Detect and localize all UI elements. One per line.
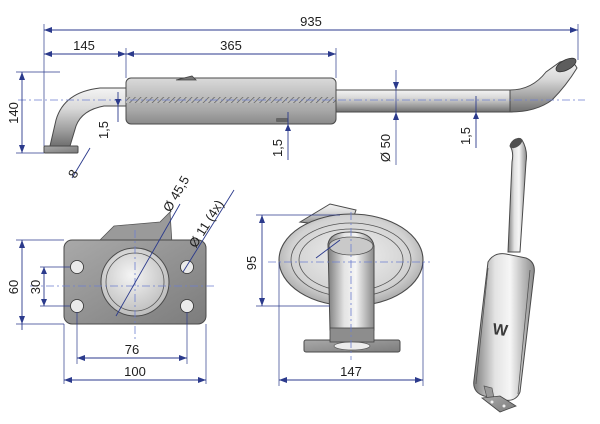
clamp-tab — [175, 75, 197, 81]
hole-spacing-vertical-label: 30 — [28, 280, 43, 294]
flange-holes-label: Ø 11 (4x) — [186, 197, 227, 250]
inlet-elbow — [49, 87, 129, 147]
side-view: 935 145 365 140 8 1,5 1,5 Ø 50 — [6, 14, 585, 181]
height-label: 140 — [6, 102, 21, 124]
hole-spacing-horizontal-label: 76 — [125, 342, 139, 357]
flange-view: Ø 45,5 Ø 11 (4x) 60 30 76 100 — [6, 173, 235, 384]
pipe-diameter-label: Ø 50 — [378, 134, 393, 162]
end-flange-bore — [333, 341, 371, 351]
holes-leader — [182, 189, 235, 273]
wall-mid-label: 1,5 — [270, 139, 285, 157]
flange-height-label: 60 — [6, 280, 21, 294]
wall-left-label: 1,5 — [96, 121, 111, 139]
muffler-width-label: 147 — [340, 364, 362, 379]
end-view: 95 147 — [244, 203, 430, 386]
bore-leader — [115, 203, 181, 317]
tail-pipe — [335, 89, 513, 113]
end-flange-collar — [329, 327, 375, 343]
tail-outlet — [555, 57, 577, 73]
flange-hole-tl — [70, 260, 84, 274]
flange-width-label: 100 — [124, 364, 146, 379]
flange-hole-tr — [180, 260, 194, 274]
flange-hole-br — [180, 299, 194, 313]
wall-right-label: 1,5 — [458, 127, 473, 145]
flange-thickness-label: 8 — [65, 167, 82, 181]
drain-slot — [276, 118, 288, 122]
iso-top-outlet — [509, 137, 523, 149]
overall-length-label: 935 — [300, 14, 322, 29]
iso-muffler — [473, 253, 535, 401]
inlet-flange — [43, 145, 79, 154]
iso-flange — [480, 395, 517, 413]
flange-hole-bl — [70, 299, 84, 313]
muffler-length-label: 365 — [220, 38, 242, 53]
inlet-offset-label: 145 — [73, 38, 95, 53]
flange-bore-label: Ø 45,5 — [160, 173, 193, 214]
muffler-height-label: 95 — [244, 256, 259, 270]
flange-elbow-behind — [99, 211, 173, 245]
brand-logo: W — [491, 321, 509, 340]
tail-upturn — [509, 60, 578, 113]
iso-view: W — [473, 137, 535, 413]
iso-top-pipe — [507, 138, 527, 253]
flange-thickness-leader — [71, 147, 91, 179]
